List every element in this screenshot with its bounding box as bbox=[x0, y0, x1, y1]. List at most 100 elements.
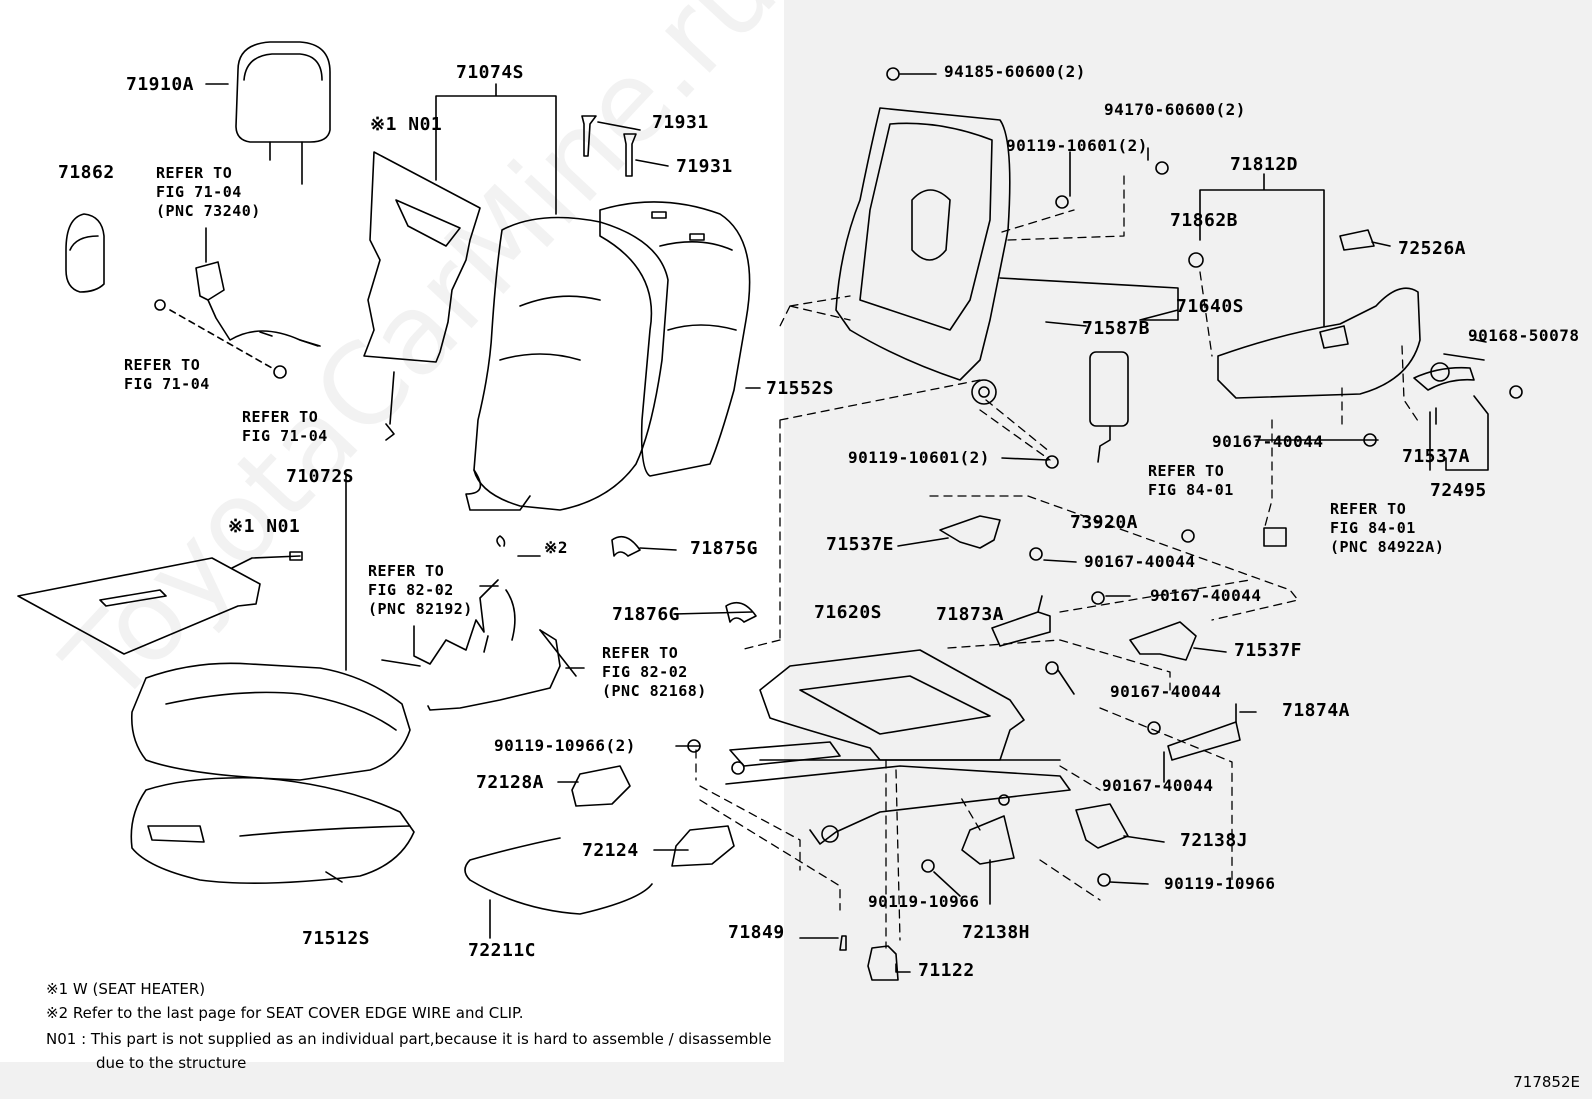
ref-line: REFER TO bbox=[242, 408, 319, 426]
edge-wire-72211C-drawing bbox=[464, 837, 653, 915]
refer-to-fig-84-01-pnc-84922A[interactable]: REFER TO FIG 84-01 (PNC 84922A) bbox=[1330, 500, 1444, 557]
label-n01-top: ※1 N01 bbox=[370, 114, 443, 135]
label-71552S: 71552S bbox=[766, 378, 835, 399]
lever-71537A-drawing bbox=[1413, 362, 1475, 425]
seatbelt-buckle-drawing bbox=[154, 227, 321, 379]
bracket-71874A-drawing bbox=[1167, 703, 1241, 761]
label-71862: 71862 bbox=[58, 162, 115, 183]
cover-72138J-drawing bbox=[1075, 803, 1129, 849]
ref-line: REFER TO bbox=[1148, 462, 1225, 480]
shaded-panel-bottom bbox=[0, 1062, 784, 1099]
headrest-drawing bbox=[235, 41, 331, 185]
label-94185-60600: 94185-60600(2) bbox=[944, 62, 1086, 81]
label-71512S: 71512S bbox=[302, 928, 371, 949]
label-71931-upper: 71931 bbox=[652, 112, 709, 133]
label-73920A: 73920A bbox=[1070, 512, 1139, 533]
leader-lines bbox=[205, 73, 1487, 973]
label-90167-40044-a: 90167-40044 bbox=[1212, 432, 1324, 451]
label-71862B: 71862B bbox=[1170, 210, 1239, 231]
label-71812D: 71812D bbox=[1230, 154, 1299, 175]
ref-line: REFER TO bbox=[602, 644, 679, 662]
label-90119-10966-2: 90119-10966(2) bbox=[494, 736, 636, 755]
refer-to-fig-84-01-a[interactable]: REFER TO FIG 84-01 bbox=[1148, 462, 1234, 500]
ref-line: FIG 71-04 bbox=[242, 427, 328, 445]
label-71875G: 71875G bbox=[690, 538, 759, 559]
seatback-heater-panel-drawing bbox=[363, 151, 481, 441]
label-72138H: 72138H bbox=[962, 922, 1031, 943]
label-71640S: 71640S bbox=[1176, 296, 1245, 317]
label-71072S: 71072S bbox=[286, 466, 355, 487]
label-71620S: 71620S bbox=[814, 602, 883, 623]
refer-to-fig-71-04-a[interactable]: REFER TO FIG 71-04 bbox=[124, 356, 210, 394]
ref-line: REFER TO bbox=[368, 562, 445, 580]
label-90119-10966: 90119-10966 bbox=[1164, 874, 1276, 893]
label-90167-40044-b: 90167-40044 bbox=[1084, 552, 1196, 571]
label-71931-lower: 71931 bbox=[676, 156, 733, 177]
ref-line: (PNC 82192) bbox=[368, 600, 473, 618]
clip-71931-drawing bbox=[581, 115, 637, 177]
footnote-1: ※1 W (SEAT HEATER) bbox=[46, 980, 206, 998]
footnote-n01: N01 : This part is not supplied as an in… bbox=[46, 1030, 772, 1048]
cushion-heater-panel-drawing bbox=[17, 551, 303, 655]
seat-cushion-cover-drawing bbox=[130, 662, 411, 781]
bracket-71537F-drawing bbox=[1129, 621, 1197, 661]
seat-cushion-foam-drawing bbox=[130, 776, 415, 884]
label-72128A: 72128A bbox=[476, 772, 545, 793]
ref-line: FIG 71-04 bbox=[156, 183, 242, 201]
label-71849: 71849 bbox=[728, 922, 785, 943]
label-71587B: 71587B bbox=[1082, 318, 1151, 339]
label-71874A: 71874A bbox=[1282, 700, 1351, 721]
label-72138J: 72138J bbox=[1180, 830, 1249, 851]
ref-line: REFER TO bbox=[1330, 500, 1407, 518]
label-71537A: 71537A bbox=[1402, 446, 1471, 467]
bolt-set-drawing bbox=[687, 67, 1523, 951]
cover-72124-drawing bbox=[671, 825, 735, 867]
label-90168-50078: 90168-50078 bbox=[1468, 326, 1580, 345]
ref-line: REFER TO bbox=[124, 356, 201, 374]
label-72124: 72124 bbox=[582, 840, 639, 861]
seatback-cover-drawing bbox=[599, 201, 751, 477]
ref-line: (PNC 84922A) bbox=[1330, 538, 1445, 556]
label-71910A: 71910A bbox=[126, 74, 195, 95]
label-94170-60600: 94170-60600(2) bbox=[1104, 100, 1246, 119]
refer-to-fig-71-04-pnc-73240[interactable]: REFER TO FIG 71-04 (PNC 73240) bbox=[156, 164, 261, 221]
ref-line: (PNC 82168) bbox=[602, 682, 707, 700]
refer-to-fig-82-02-pnc-82192[interactable]: REFER TO FIG 82-02 (PNC 82192) bbox=[368, 562, 473, 619]
ref-line: FIG 82-02 bbox=[368, 581, 454, 599]
bracket-71537E-drawing bbox=[939, 515, 1001, 549]
label-72495: 72495 bbox=[1430, 480, 1487, 501]
ref-line: (PNC 73240) bbox=[156, 202, 261, 220]
refer-to-fig-82-02-pnc-82168[interactable]: REFER TO FIG 82-02 (PNC 82168) bbox=[602, 644, 707, 701]
footnote-2: ※2 Refer to the last page for SEAT COVER… bbox=[46, 1004, 524, 1022]
label-90167-40044-d: 90167-40044 bbox=[1110, 682, 1222, 701]
seat-cushion-frame-drawing bbox=[725, 649, 1071, 845]
label-71537F: 71537F bbox=[1234, 640, 1303, 661]
label-note2-mark: ※2 bbox=[544, 538, 569, 557]
bracket-71873A-drawing bbox=[991, 595, 1051, 647]
ref-line: REFER TO bbox=[156, 164, 233, 182]
label-71122: 71122 bbox=[918, 960, 975, 981]
label-90119-10601-2-lower: 90119-10601(2) bbox=[848, 448, 990, 467]
ref-line: FIG 82-02 bbox=[602, 663, 688, 681]
label-bracket-lines bbox=[345, 83, 1489, 783]
clip-71122-drawing bbox=[867, 945, 899, 981]
cover-72128A-drawing bbox=[571, 765, 631, 807]
side-shield-71812D-drawing bbox=[1217, 229, 1421, 399]
label-90167-40044-c: 90167-40044 bbox=[1150, 586, 1262, 605]
figure-id: 717852E bbox=[1513, 1073, 1580, 1091]
seatback-frame-drawing bbox=[835, 107, 1011, 405]
label-90119-10601-2-upper: 90119-10601(2) bbox=[1006, 136, 1148, 155]
side-airbag-drawing bbox=[1089, 351, 1129, 463]
refer-to-fig-71-04-b[interactable]: REFER TO FIG 71-04 bbox=[242, 408, 328, 446]
label-71873A: 71873A bbox=[936, 604, 1005, 625]
clip-71876G-drawing bbox=[725, 601, 757, 623]
assembly-dashed-lines bbox=[695, 175, 1421, 949]
cover-72138H-drawing bbox=[961, 815, 1015, 865]
footnote-n01-continued: due to the structure bbox=[96, 1054, 247, 1072]
label-71876G: 71876G bbox=[612, 604, 681, 625]
label-72211C: 72211C bbox=[468, 940, 537, 961]
shaded-panel-right bbox=[784, 0, 1592, 1099]
ref-line: FIG 84-01 bbox=[1330, 519, 1416, 537]
ref-line: FIG 84-01 bbox=[1148, 481, 1234, 499]
